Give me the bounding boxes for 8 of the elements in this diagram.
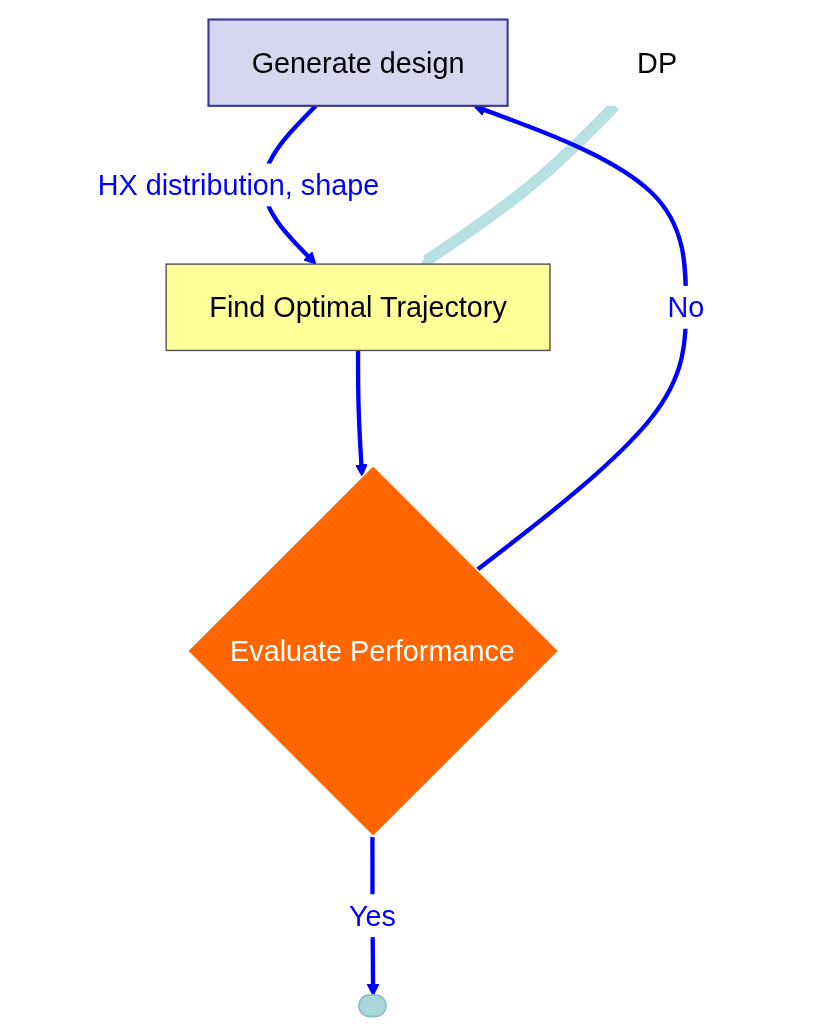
- node-box: Generate design: [207, 17, 509, 107]
- node-text: DP: [637, 46, 678, 78]
- edge-label: HX distribution, shape: [97, 168, 380, 201]
- node-diamond: Evaluate Performance: [186, 464, 560, 838]
- edge-label: No: [667, 290, 705, 323]
- node-box: Find Optimal Trajectory: [165, 262, 551, 351]
- arrow: [355, 349, 368, 476]
- edge-label: Yes: [348, 899, 396, 932]
